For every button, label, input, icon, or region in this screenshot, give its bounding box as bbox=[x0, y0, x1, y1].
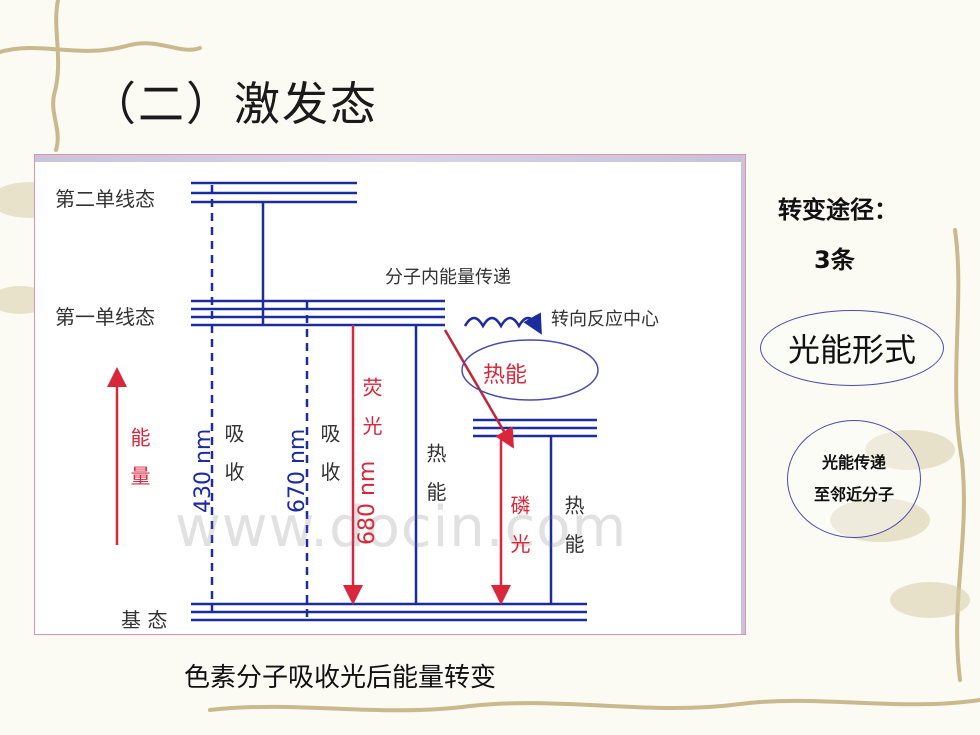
transfer-line2: 至邻近分子 bbox=[813, 485, 894, 504]
label-670nm: 670 nm bbox=[285, 428, 310, 513]
singlet1-lines bbox=[191, 299, 445, 327]
label-430-absorb: 吸 收 bbox=[221, 423, 245, 488]
label-reaction-center: 转向反应中心 bbox=[551, 309, 659, 330]
diagram-lines bbox=[107, 181, 599, 622]
label-430nm: 430 nm bbox=[191, 428, 216, 513]
label-heat2: 热 能 bbox=[561, 495, 585, 560]
heat-oval bbox=[461, 339, 599, 401]
label-680nm: 680 nm bbox=[355, 460, 380, 545]
slide-title: （二）激发态 bbox=[90, 77, 378, 131]
intersystem-arrow bbox=[443, 329, 515, 449]
label-singlet2: 第二单线态 bbox=[55, 187, 155, 211]
label-energy-axis: 能 量 bbox=[127, 427, 151, 492]
figure-top-bar bbox=[35, 155, 745, 162]
energy-level-diagram: www.docin.com 第二单线态 第一单线态 基 态 分子内能量传递 转向… bbox=[34, 154, 746, 635]
singlet2-lines bbox=[191, 181, 357, 204]
side-title: 转变途径： bbox=[778, 196, 898, 224]
label-fluorescence: 荧 光 bbox=[359, 377, 383, 442]
label-670-absorb: 吸 收 bbox=[317, 423, 341, 488]
figure-caption: 色素分子吸收光后能量转变 bbox=[184, 663, 497, 693]
reaction-center-squiggle bbox=[463, 312, 542, 335]
light-form-oval: 光能形式 bbox=[760, 310, 944, 386]
light-form-label: 光能形式 bbox=[787, 331, 916, 369]
label-phosphorescence: 磷 光 bbox=[507, 495, 531, 560]
figure-right-bar bbox=[741, 155, 745, 634]
transfer-line1: 光能传递 bbox=[821, 453, 886, 472]
label-ground: 基 态 bbox=[121, 608, 168, 632]
label-singlet1: 第一单线态 bbox=[55, 305, 155, 329]
watermark-text: www.docin.com bbox=[175, 495, 628, 560]
label-transfer: 分子内能量传递 bbox=[385, 267, 511, 288]
side-count: 3条 bbox=[814, 246, 855, 274]
label-heat1: 热 能 bbox=[423, 443, 447, 508]
label-heat-oval: 热能 bbox=[483, 363, 528, 388]
transfer-circle: 光能传递 至邻近分子 bbox=[787, 420, 921, 538]
ground-lines bbox=[191, 602, 587, 622]
triplet-lines bbox=[473, 418, 597, 438]
